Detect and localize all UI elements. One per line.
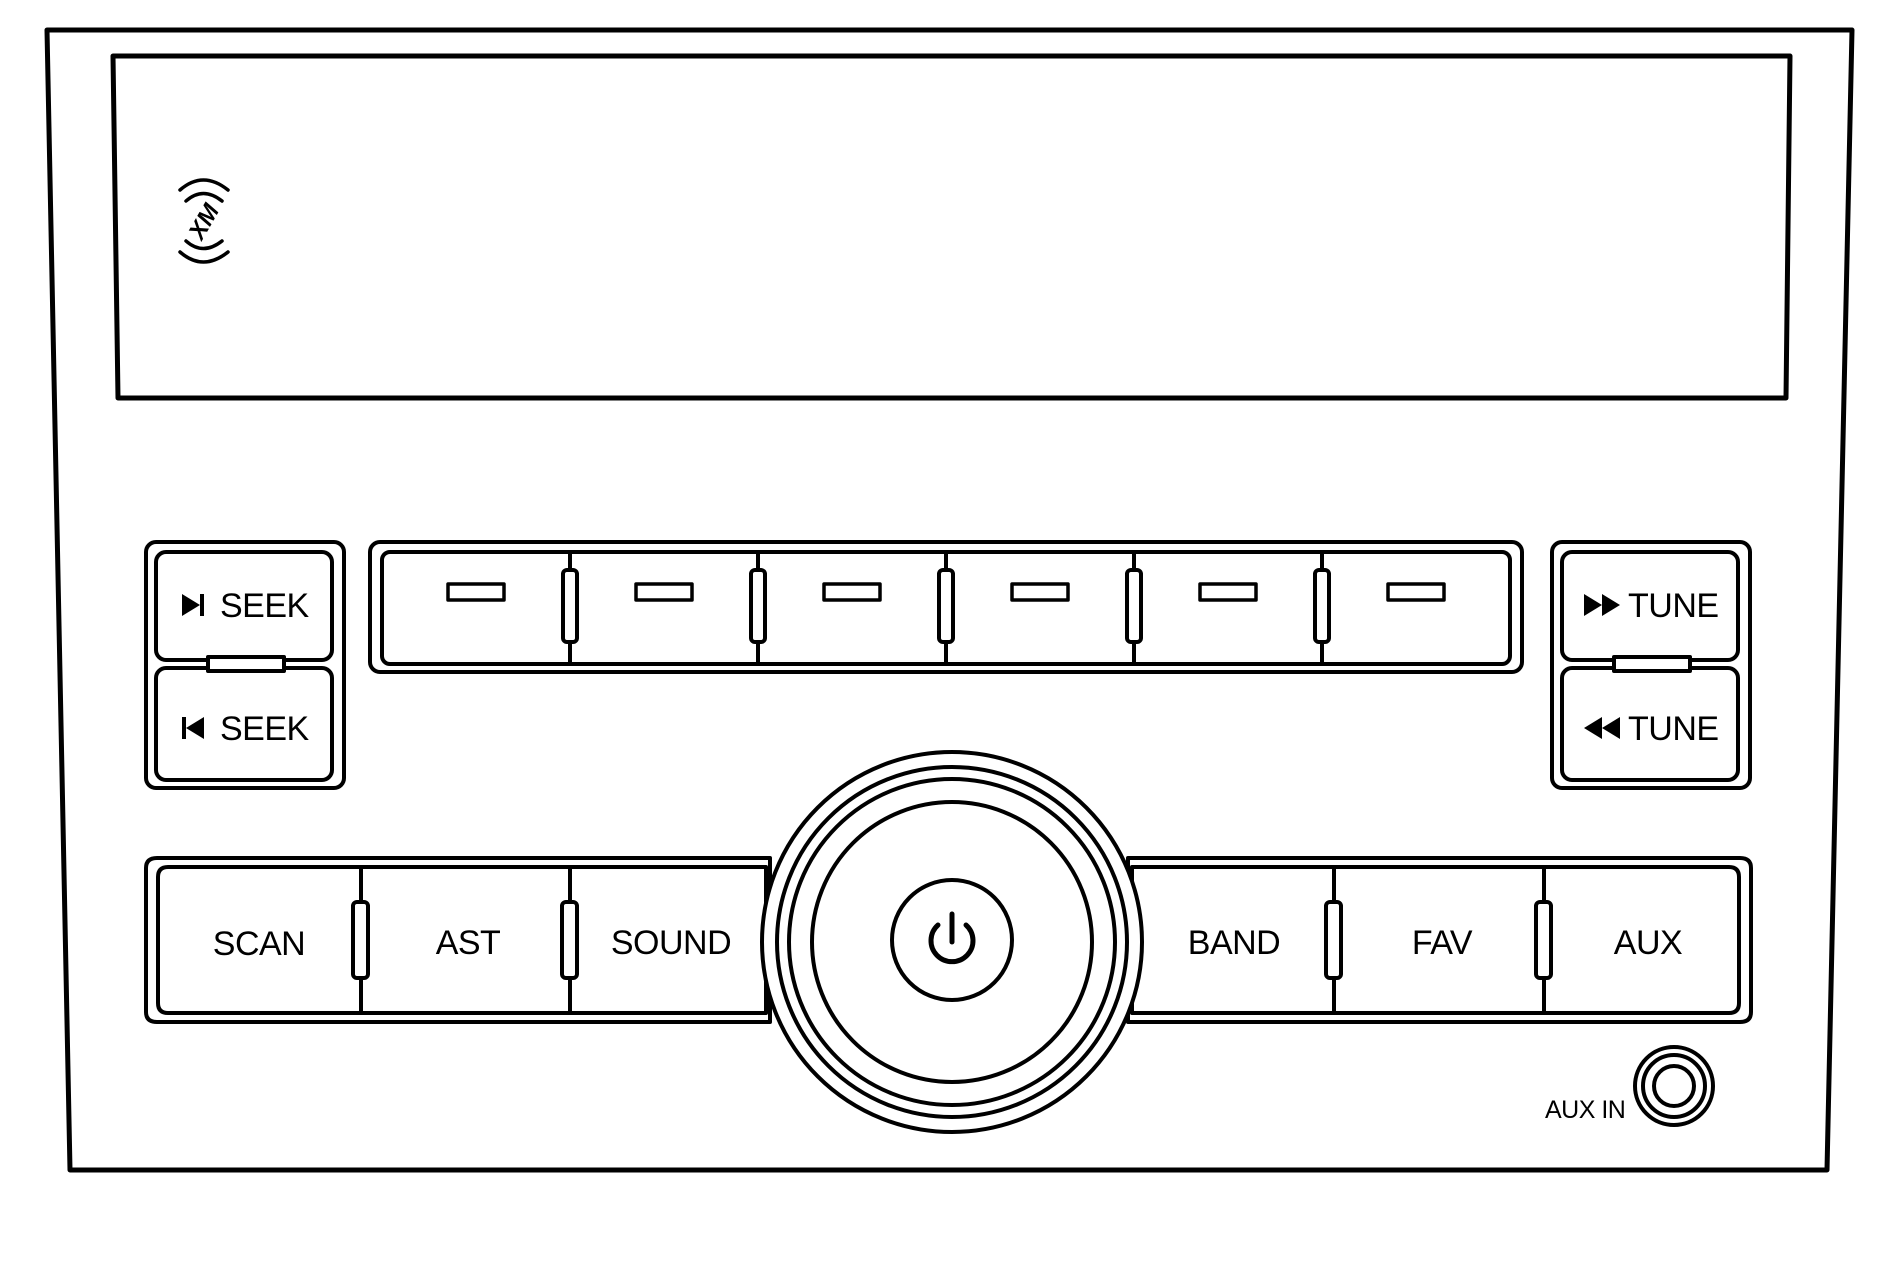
seek-prev-label: SEEK xyxy=(220,710,310,748)
band-button[interactable]: BAND xyxy=(1188,924,1281,962)
aux-button[interactable]: AUX xyxy=(1614,924,1683,962)
skip-next-icon xyxy=(182,594,204,616)
power-icon xyxy=(928,911,976,965)
preset-indicator xyxy=(1010,582,1070,602)
sound-button[interactable]: SOUND xyxy=(611,924,732,962)
bottom-right-button-bar: BAND FAV AUX xyxy=(1126,856,1753,1024)
preset-divider xyxy=(1313,568,1331,644)
preset-button-area[interactable] xyxy=(382,552,570,664)
seek-divider xyxy=(206,655,286,673)
tune-back-label: TUNE xyxy=(1628,710,1719,748)
preset-button-area[interactable] xyxy=(758,552,946,664)
seek-next-button[interactable]: SEEK xyxy=(154,550,334,662)
preset-indicator xyxy=(634,582,694,602)
band-label: BAND xyxy=(1188,924,1280,962)
tune-back-button[interactable]: TUNE xyxy=(1560,666,1740,782)
bottom-left-button-bar: SCAN AST SOUND xyxy=(144,856,772,1024)
preset-button-2[interactable] xyxy=(570,552,758,664)
preset-button-6[interactable] xyxy=(1322,552,1510,664)
preset-divider xyxy=(749,568,767,644)
xm-logo-text: XM xyxy=(183,199,226,246)
preset-dividers xyxy=(561,550,1331,666)
preset-button-area[interactable] xyxy=(946,552,1134,664)
scan-ast-divider xyxy=(351,900,370,980)
fav-label: FAV xyxy=(1412,924,1473,962)
preset-button-3[interactable] xyxy=(758,552,946,664)
preset-button-area[interactable] xyxy=(1322,552,1510,664)
tune-forward-label: TUNE xyxy=(1628,587,1719,625)
sound-label: SOUND xyxy=(611,924,731,962)
tune-button-group: TUNE TUNE xyxy=(1550,540,1752,790)
display-screen xyxy=(110,53,1793,401)
fast-forward-icon xyxy=(1584,594,1620,616)
preset-button-4[interactable] xyxy=(946,552,1134,664)
preset-button-5[interactable] xyxy=(1134,552,1322,664)
seek-button-group: SEEK SEEK xyxy=(144,540,346,790)
scan-label: SCAN xyxy=(213,925,305,963)
skip-previous-icon xyxy=(182,717,204,739)
tune-forward-button[interactable]: TUNE xyxy=(1560,550,1740,662)
preset-indicator xyxy=(1386,582,1446,602)
preset-indicator xyxy=(1198,582,1258,602)
preset-buttons xyxy=(382,552,1510,664)
preset-divider xyxy=(1125,568,1143,644)
preset-buttons-bar xyxy=(368,540,1524,674)
aux-in-label: AUX IN xyxy=(1545,1096,1625,1124)
preset-button-1[interactable] xyxy=(382,552,570,664)
ast-label: AST xyxy=(436,924,501,962)
tune-divider xyxy=(1612,655,1692,673)
aux-in-jack[interactable] xyxy=(1633,1045,1715,1127)
fav-aux-divider xyxy=(1534,900,1553,980)
preset-button-area[interactable] xyxy=(570,552,758,664)
preset-divider xyxy=(561,568,579,644)
ast-sound-divider xyxy=(560,900,579,980)
preset-indicator xyxy=(822,582,882,602)
faceplate-outline xyxy=(44,27,1855,1173)
fav-button[interactable]: FAV xyxy=(1412,924,1474,962)
ast-button[interactable]: AST xyxy=(436,924,501,962)
seek-prev-button[interactable]: SEEK xyxy=(154,666,334,782)
band-fav-divider xyxy=(1324,900,1343,980)
preset-indicator xyxy=(446,582,506,602)
power-button[interactable] xyxy=(890,878,1014,1002)
xm-radio-icon: XM xyxy=(178,178,230,264)
rewind-icon xyxy=(1584,717,1620,739)
seek-next-label: SEEK xyxy=(220,587,310,625)
preset-divider xyxy=(937,568,955,644)
volume-power-knob[interactable] xyxy=(760,750,1144,1134)
aux-label: AUX xyxy=(1614,924,1682,962)
preset-button-area[interactable] xyxy=(1134,552,1322,664)
scan-button[interactable]: SCAN xyxy=(213,925,306,963)
